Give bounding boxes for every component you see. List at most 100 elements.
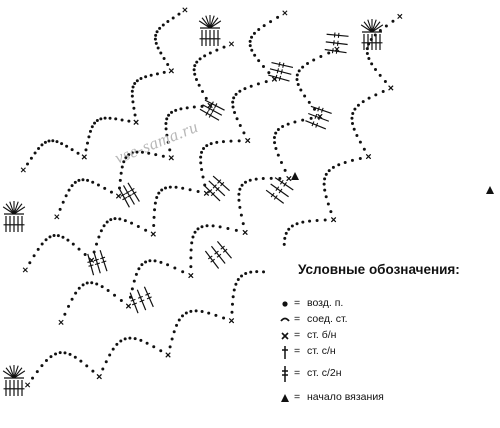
- chain-stitch: [136, 224, 140, 228]
- stitch-bar: [211, 108, 215, 113]
- chain-stitch: [262, 24, 266, 28]
- chain-stitch: [274, 131, 278, 135]
- chain-stitch: [153, 201, 157, 205]
- chain-stitch: [145, 341, 149, 345]
- chain-stitch: [200, 310, 204, 314]
- stitch-bar: [146, 296, 152, 300]
- chain-stitch: [286, 122, 290, 126]
- stitch-bar: [283, 182, 287, 187]
- chain-stitch: [56, 234, 60, 238]
- fan-spoke: [2, 206, 15, 215]
- chain-stitch: [91, 369, 95, 373]
- treble-crochet: [129, 292, 139, 314]
- chain-stitch: [49, 355, 53, 359]
- legend-label: возд. п.: [307, 297, 344, 309]
- stitch-bar: [131, 302, 138, 306]
- chain-stitch: [323, 188, 327, 192]
- legend-eq: =: [294, 367, 301, 379]
- chain-stitch: [130, 89, 134, 93]
- chain-stitch: [193, 72, 197, 76]
- chain-stitch: [350, 116, 354, 120]
- chain-stitch: [102, 224, 106, 228]
- chain-stitch: [248, 39, 252, 43]
- chain-stitch: [93, 121, 97, 125]
- chain-stitch: [161, 154, 165, 158]
- stitch-bar: [282, 62, 285, 68]
- stitch-bar: [100, 256, 106, 260]
- chain-stitch: [173, 266, 177, 270]
- treble-crochet-icon: [282, 366, 288, 382]
- chain-stitch: [373, 67, 377, 71]
- chain-stitch: [114, 117, 118, 121]
- stitch-bar: [318, 115, 321, 121]
- chain-stitch: [153, 259, 157, 263]
- chain-stitch: [95, 242, 99, 246]
- chain-stitch: [199, 161, 203, 165]
- treble-crochet: [326, 33, 349, 37]
- fan-spoke: [13, 365, 19, 379]
- chain-stitch: [100, 285, 104, 289]
- chain-stitch: [85, 364, 89, 368]
- chain-stitch: [239, 213, 243, 217]
- chain-stitch: [367, 57, 371, 61]
- legend-label: соед. ст.: [307, 313, 348, 325]
- chain-stitch: [132, 279, 136, 283]
- chain-stitch: [233, 111, 237, 115]
- chain-stitch: [159, 349, 163, 353]
- chain-stitch: [171, 16, 175, 20]
- chain-stitch: [237, 139, 241, 143]
- chain-stitch: [130, 221, 134, 225]
- chain-stitch: [83, 253, 87, 257]
- chain-stitch: [297, 69, 301, 73]
- chain-stitch: [181, 270, 185, 274]
- chain-stitch: [118, 178, 122, 182]
- single-crochet: [188, 272, 194, 279]
- chain-stitch: [269, 20, 273, 24]
- stitch-bar: [220, 181, 225, 187]
- chain-stitch: [299, 88, 303, 92]
- stitch-bar: [317, 106, 320, 112]
- single-crochet: [96, 374, 102, 380]
- chain-stitch: [85, 281, 89, 285]
- fan-spoke: [360, 24, 373, 33]
- fan-spoke: [13, 206, 26, 215]
- chain-stitch: [52, 233, 56, 237]
- single-crochet: [282, 10, 288, 16]
- chain-stitch: [283, 168, 287, 172]
- single-crochet: [168, 68, 174, 74]
- chain-stitch: [122, 160, 126, 164]
- single-crochet: [397, 13, 403, 19]
- chain-stitch: [166, 263, 170, 267]
- single-crochet: [242, 229, 248, 235]
- fan-spoke: [209, 20, 222, 29]
- chain-stitch: [229, 139, 233, 143]
- chain-stitch: [276, 128, 280, 132]
- chain-stitch: [324, 195, 328, 199]
- legend-label: начало вязания: [307, 391, 384, 403]
- chain-stitch: [282, 242, 286, 246]
- chain-stitch: [144, 228, 148, 232]
- chain-stitch: [140, 150, 144, 154]
- treble-crochet: [310, 105, 332, 115]
- single-crochet: [81, 154, 87, 160]
- chain-stitch: [315, 218, 319, 222]
- chain-stitch: [200, 225, 204, 229]
- chain-stitch: [352, 127, 356, 131]
- chain-stitch: [350, 121, 354, 125]
- chain-stitch: [283, 236, 287, 240]
- treble-crochet: [118, 187, 130, 208]
- chain-stitch: [226, 226, 230, 230]
- chain-stitch: [329, 210, 333, 214]
- chain-stitch: [135, 79, 139, 83]
- chain-stitch: [255, 270, 259, 274]
- chain-stitch: [175, 323, 179, 327]
- legend-eq: =: [294, 391, 301, 403]
- chain-stitch: [63, 312, 67, 316]
- chain-stitch: [154, 153, 158, 157]
- chain-stitch: [166, 140, 170, 144]
- chain-stitch: [81, 283, 85, 287]
- chain-stitch: [196, 190, 200, 194]
- single-crochet: [182, 7, 188, 13]
- chain-stitch: [66, 238, 70, 242]
- treble-crochet: [305, 120, 327, 130]
